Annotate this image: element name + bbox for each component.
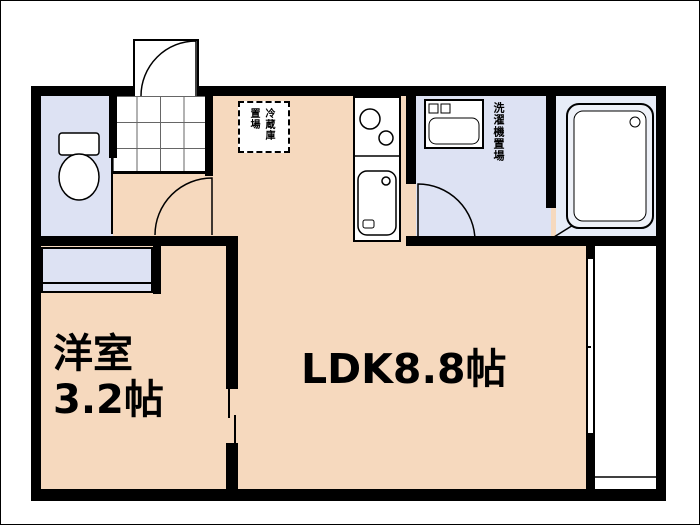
wall-bedroom-divider-bottom [226,443,238,489]
bedroom-label-line2: 3.2帖 [53,377,164,423]
outer-wall-top-left [31,86,135,96]
wall-hall-bottom [31,236,238,246]
wall-balcony-bottom [586,433,595,489]
wall-balcony-top [586,246,595,259]
bathroom-floor [556,96,656,236]
fridge-space: 冷蔵庫置場 [238,101,290,153]
bedroom-label: 洋室 3.2帖 [53,331,164,423]
closet-door-line [43,282,151,284]
outer-wall-top-right [197,86,666,96]
closet [41,247,153,293]
toilet-door-line [111,158,113,234]
genkan-tile-floor [113,96,207,174]
washroom-floor [416,96,551,236]
wall-washroom-bath [546,96,556,208]
bedroom-label-line1: 洋室 [53,331,133,377]
window-center-tick [588,346,591,348]
balcony-window-symbol [586,259,595,433]
outer-wall-left [31,86,41,501]
wall-ldk-washroom [406,96,416,184]
toilet-room-floor [41,96,113,236]
wall-bedroom-divider-top [226,246,238,389]
wall-wetarea-bottom [406,236,666,246]
wall-toilet-right [109,96,117,158]
entrance-porch [133,39,199,88]
ldk-label: LDK8.8帖 [301,345,507,393]
sliding-door-panel-2 [234,415,236,443]
wall-genkan-right [205,96,213,176]
kitchen-counter [353,96,401,242]
sliding-door-panel-1 [228,389,230,418]
balcony-floor [595,246,656,491]
washer-space-label: 洗濯機置場 [492,102,505,162]
outer-wall-bottom [31,489,666,501]
fridge-space-label: 冷蔵庫置場 [248,108,274,141]
outer-wall-right [656,86,666,501]
wall-closet-right [153,244,161,294]
